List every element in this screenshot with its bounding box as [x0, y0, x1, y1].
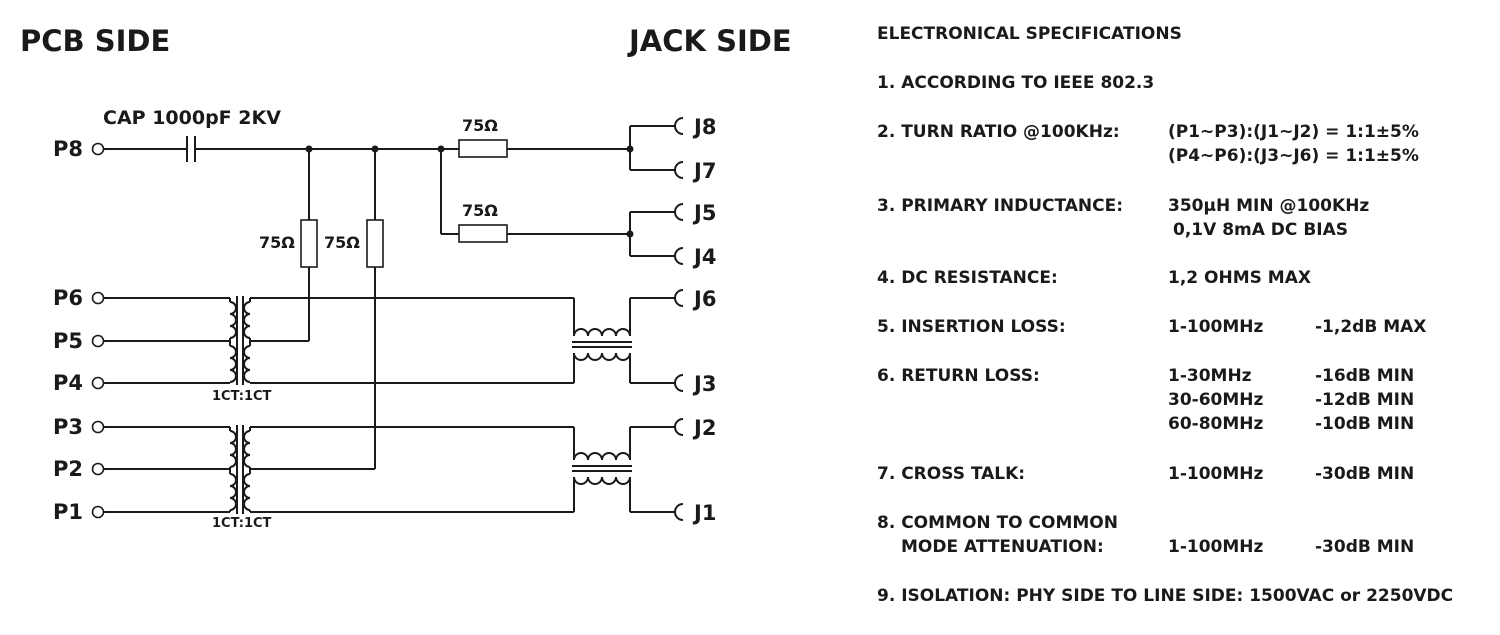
- j5-j4-branch: [440, 149, 684, 265]
- pin-p3: P3: [53, 415, 83, 439]
- upper-channel: [91, 289, 684, 392]
- jack-contact-icon: [674, 247, 684, 265]
- jack-contact-icon: [674, 503, 684, 521]
- spec-4-value: 1,2 OHMS MAX: [1168, 268, 1311, 288]
- pin-j6: J6: [692, 287, 716, 311]
- resistor-r2-label: 75Ω: [462, 201, 498, 220]
- jack-contact-icon: [674, 374, 684, 392]
- j8-j7-branch: [629, 117, 684, 179]
- pin-j5: J5: [692, 201, 716, 225]
- spec-7-value: -30dB MIN: [1315, 464, 1415, 484]
- spec-1: 1. ACCORDING TO IEEE 802.3: [877, 73, 1155, 93]
- spec-4-label: 4. DC RESISTANCE:: [877, 268, 1058, 288]
- resistor-r3: [300, 219, 318, 268]
- circuit-schematic: PCB SIDE JACK SIDE P8 CAP 1000pF 2KV 75Ω…: [20, 24, 792, 531]
- spec-6-label: 6. RETURN LOSS:: [877, 366, 1040, 386]
- spec-9: 9. ISOLATION: PHY SIDE TO LINE SIDE: 150…: [877, 586, 1454, 606]
- pin-p5: P5: [53, 329, 83, 353]
- pin-j8: J8: [692, 115, 716, 139]
- spec-2-line2: (P4~P6):(J3~J6) = 1:1±5%: [1168, 146, 1419, 166]
- spec-8-value: -30dB MIN: [1315, 537, 1415, 557]
- spec-6-value-2: -12dB MIN: [1315, 390, 1415, 410]
- pin-j2: J2: [692, 416, 716, 440]
- specs-title: ELECTRONICAL SPECIFICATIONS: [877, 24, 1182, 44]
- pin-j3: J3: [692, 372, 716, 396]
- termination-resistors: [300, 149, 384, 469]
- jack-contact-icon: [674, 161, 684, 179]
- jack-contact-icon: [674, 289, 684, 307]
- spec-6-freq-2: 30-60MHz: [1168, 390, 1264, 410]
- pin-j7: J7: [692, 159, 716, 183]
- jack-contact-icon: [674, 117, 684, 135]
- spec-8-label-2: MODE ATTENUATION:: [901, 537, 1104, 557]
- spec-6-freq-3: 60-80MHz: [1168, 414, 1264, 434]
- resistor-r4: [366, 219, 384, 268]
- pin-p4: P4: [53, 371, 83, 395]
- pin-j1: J1: [692, 501, 716, 525]
- spec-8-label-1: 8. COMMON TO COMMON: [877, 513, 1118, 533]
- spec-6-value-3: -10dB MIN: [1315, 414, 1415, 434]
- spec-7-label: 7. CROSS TALK:: [877, 464, 1026, 484]
- lower-transformer-ratio: 1CT:1CT: [212, 516, 272, 531]
- spec-6-value-1: -16dB MIN: [1315, 366, 1415, 386]
- resistor-r1: [458, 139, 508, 158]
- spec-3-line1: 350μH MIN @100KHz: [1168, 196, 1370, 216]
- jack-side-heading: JACK SIDE: [627, 24, 792, 58]
- pin-p1: P1: [53, 500, 83, 524]
- pcb-side-heading: PCB SIDE: [20, 24, 170, 58]
- spec-5-value: -1,2dB MAX: [1315, 317, 1427, 337]
- p8-net: [91, 136, 634, 162]
- p8-terminal: [91, 142, 105, 156]
- spec-6-freq-1: 1-30MHz: [1168, 366, 1252, 386]
- resistor-r3-label: 75Ω: [259, 233, 295, 252]
- pin-p2: P2: [53, 457, 83, 481]
- resistor-r2: [458, 224, 508, 243]
- spec-2-line1: (P1~P3):(J1~J2) = 1:1±5%: [1168, 122, 1419, 142]
- pin-p8: P8: [53, 137, 83, 161]
- spec-3-line2: 0,1V 8mA DC BIAS: [1173, 220, 1348, 240]
- jack-contact-icon: [674, 418, 684, 436]
- resistor-r4-label: 75Ω: [324, 233, 360, 252]
- spec-5-freq: 1-100MHz: [1168, 317, 1264, 337]
- jack-contact-icon: [674, 203, 684, 221]
- spec-7-freq: 1-100MHz: [1168, 464, 1264, 484]
- spec-5-label: 5. INSERTION LOSS:: [877, 317, 1066, 337]
- lower-channel: [91, 418, 684, 521]
- resistor-r1-label: 75Ω: [462, 116, 498, 135]
- pin-j4: J4: [692, 245, 716, 269]
- capacitor-label: CAP 1000pF 2KV: [103, 107, 281, 129]
- spec-2-label: 2. TURN RATIO @100KHz:: [877, 122, 1120, 142]
- spec-8-freq: 1-100MHz: [1168, 537, 1264, 557]
- upper-transformer-ratio: 1CT:1CT: [212, 389, 272, 404]
- pin-p6: P6: [53, 286, 83, 310]
- spec-3-label: 3. PRIMARY INDUCTANCE:: [877, 196, 1124, 216]
